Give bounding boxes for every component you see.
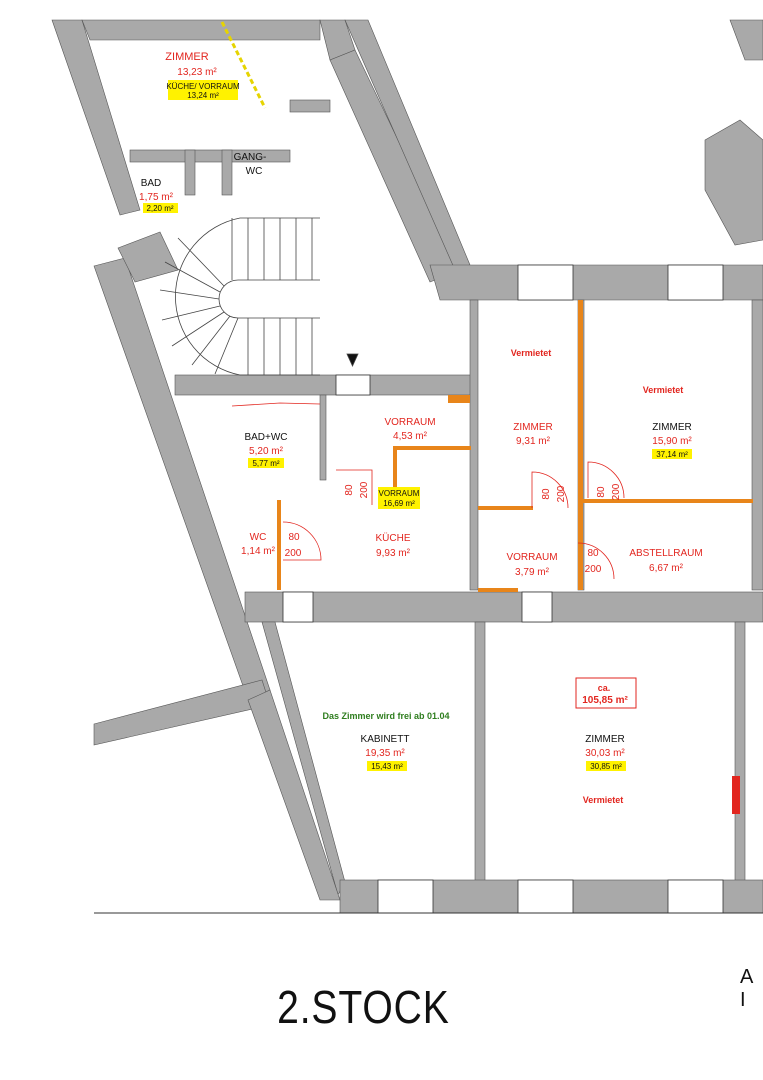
zimmer-a-name: ZIMMER [513,422,552,433]
zimmer-c-status: Vermietet [583,795,624,805]
abstellraum-name: ABSTELLRAUM [629,548,702,559]
dim-h-5: 200 [611,483,622,500]
bad-name: BAD [141,178,162,189]
staircase [159,217,359,376]
abstellraum-area: 6,67 m² [649,563,684,574]
highlights [143,80,692,771]
zimmer-b-status: Vermietet [643,385,684,395]
dim-w-2: 80 [587,548,599,559]
dim-w-1: 80 [288,532,300,543]
kueche-area: 9,93 m² [376,548,411,559]
corner-text: A I [740,966,753,1011]
total-area: 105,85 m² [582,695,628,706]
gang-wc-name-1: GANG- [234,152,267,163]
vorraum-hl-area: 16,69 m² [383,499,415,508]
kabinett-note: Das Zimmer wird frei ab 01.04 [322,711,449,721]
vorraum-hl-name: VORRAUM [379,489,420,498]
vorraum-2-name: VORRAUM [506,552,557,563]
dim-w-5: 80 [596,486,607,498]
dim-h-2: 200 [585,564,602,575]
windows [282,264,724,914]
floor-plan: ZIMMER 13,23 m² KÜCHE/ VORRAUM 13,24 m² … [51,19,763,914]
bad-area: 1,75 m² [139,192,174,203]
zimmer-top-alt-area: 13,24 m² [187,91,219,100]
zimmer-b-name: ZIMMER [652,422,691,433]
bad-wc-area: 5,20 m² [249,446,284,457]
kabinett-alt-area: 15,43 m² [371,762,403,771]
bad-alt-area: 2,20 m² [146,204,173,213]
zimmer-b-area: 15,90 m² [652,436,692,447]
dim-w-4: 80 [541,488,552,500]
zimmer-top-name: ZIMMER [165,51,208,63]
zimmer-a-status: Vermietet [511,348,552,358]
yellow-dashed-line [220,21,267,109]
floor-title: 2.STOCK [277,981,450,1033]
dim-h-4: 200 [556,485,567,502]
dim-w-3: 80 [344,484,355,496]
wc-name: WC [250,532,267,543]
total-label: ca. [598,683,611,693]
vorraum-1-name: VORRAUM [384,417,435,428]
bad-wc-alt-area: 5,77 m² [252,459,279,468]
vorraum-2-area: 3,79 m² [515,567,550,578]
walls [51,19,763,914]
zimmer-c-name: ZIMMER [585,734,624,745]
zimmer-b-alt-area: 37,14 m² [656,450,688,459]
door-dimensions: 80 200 80 200 80 200 80 200 80 200 [285,481,622,575]
zimmer-top-area: 13,23 m² [177,67,217,78]
zimmer-top-alt-name: KÜCHE/ VORRAUM [166,82,240,91]
kabinett-area: 19,35 m² [365,748,405,759]
total-box [575,677,637,709]
vorraum-1-area: 4,53 m² [393,431,428,442]
kabinett-name: KABINETT [361,734,410,745]
red-marker [732,776,740,814]
kueche-name: KÜCHE [375,532,410,544]
door-arcs [231,402,625,580]
dim-h-1: 200 [285,548,302,559]
room-labels: ZIMMER 13,23 m² KÜCHE/ VORRAUM 13,24 m² … [139,51,703,805]
zimmer-c-area: 30,03 m² [585,748,625,759]
bad-wc-name: BAD+WC [244,432,287,443]
dim-h-3: 200 [359,481,370,498]
wc-area: 1,14 m² [241,546,276,557]
gang-wc-name-2: WC [246,166,263,177]
orange-walls [277,300,753,592]
zimmer-a-area: 9,31 m² [516,436,551,447]
zimmer-c-alt-area: 30,85 m² [590,762,622,771]
